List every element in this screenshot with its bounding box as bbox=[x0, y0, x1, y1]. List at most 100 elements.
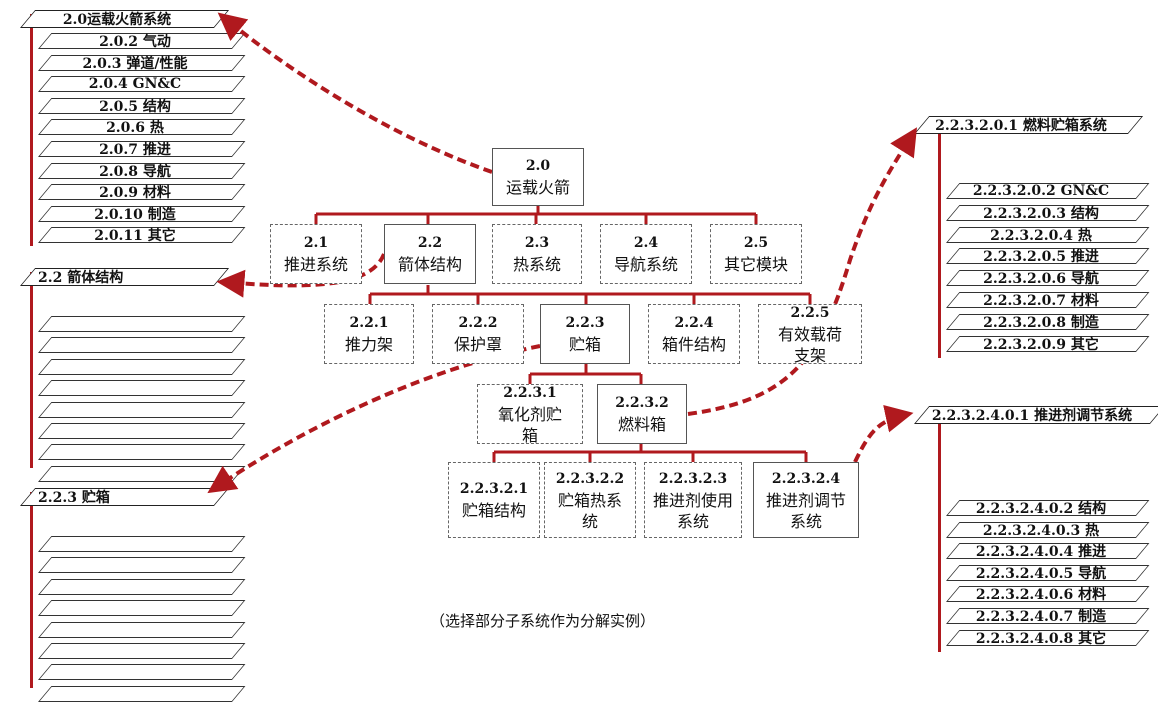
right-top-list-item: 2.2.3.2.0.9 其它 bbox=[946, 335, 1150, 353]
right-top-list-item: 2.2.3.2.0.3 结构 bbox=[946, 204, 1150, 222]
left-mid-list-row bbox=[38, 358, 246, 375]
right-bottom-list-item-label: 2.2.3.2.4.0.7 制造 bbox=[975, 609, 1107, 625]
right-top-list-item-label: 2.2.3.2.0.2 GN&C bbox=[972, 183, 1110, 199]
left-top-list-item: 2.0.3 弹道/性能 bbox=[38, 54, 246, 72]
left-bottom-list-row bbox=[38, 578, 246, 595]
left-bottom-list-row-label bbox=[38, 536, 232, 552]
left-top-list-item-label: 2.0.4 GN&C bbox=[88, 76, 182, 93]
left-mid-spine bbox=[30, 272, 33, 468]
right-bottom-list-item-label: 2.2.3.2.4.0.3 热 bbox=[982, 522, 1100, 539]
right-bottom-list-item-label: 2.2.3.2.4.0.2 结构 bbox=[975, 501, 1107, 517]
left-mid-list-row-label bbox=[38, 466, 232, 482]
right-top-list-item-label: 2.2.3.2.0.4 热 bbox=[990, 227, 1092, 244]
left-top-list-item: 2.0.7 推进 bbox=[38, 141, 246, 158]
right-top-list-item-label: 2.2.3.2.0.7 材料 bbox=[983, 293, 1099, 309]
left-mid-list-row bbox=[38, 444, 246, 461]
left-top-list-item-label: 2.0.9 材料 bbox=[99, 185, 171, 202]
figure-caption: （选择部分子系统作为分解实例） bbox=[430, 612, 656, 630]
left-bottom-spine bbox=[30, 492, 33, 688]
right-top-list-item: 2.2.3.2.0.4 热 bbox=[946, 226, 1150, 244]
right-top-list-item-label: 2.2.3.2.0.9 其它 bbox=[983, 336, 1099, 353]
right-top-list-item: 2.2.3.2.0.6 导航 bbox=[946, 270, 1150, 288]
left-top-list-item: 2.0.10 制造 bbox=[38, 205, 246, 223]
left-mid-list-row-label bbox=[38, 423, 232, 439]
left-mid-list-row bbox=[38, 316, 246, 332]
left-mid-list-row-label bbox=[38, 380, 232, 396]
right-bottom-spine bbox=[938, 412, 941, 652]
left-top-list-item: 2.0.11 其它 bbox=[38, 227, 246, 244]
left-bottom-list-row-label bbox=[38, 600, 232, 616]
right-top-list-item-label: 2.2.3.2.0.6 导航 bbox=[983, 271, 1099, 288]
left-top-list-item: 2.0.8 导航 bbox=[38, 162, 246, 180]
left-bottom-list-row bbox=[38, 664, 246, 681]
right-top-list-item-label: 2.2.3.2.0.8 制造 bbox=[983, 314, 1099, 331]
left-mid-list-row-label bbox=[38, 316, 232, 332]
left-top-list-item: 2.0.6 热 bbox=[38, 119, 246, 137]
right-top-list-item-label: 2.2.3.2.0.5 推进 bbox=[983, 249, 1099, 266]
right-top-spine bbox=[938, 122, 941, 358]
left-bottom-list-row-label bbox=[38, 664, 232, 680]
left-mid-list-row bbox=[38, 337, 246, 354]
left-bottom-list-row-label bbox=[38, 579, 232, 595]
left-bottom-list-row bbox=[38, 643, 246, 659]
left-mid-list-row bbox=[38, 423, 246, 439]
right-bottom-list-item: 2.2.3.2.4.0.7 制造 bbox=[946, 608, 1150, 625]
left-bottom-list-row-label bbox=[38, 622, 232, 638]
left-top-list-item: 2.0.9 材料 bbox=[38, 184, 246, 202]
left-top-list-item-label: 2.0.10 制造 bbox=[94, 206, 176, 223]
left-mid-list-row-label bbox=[38, 359, 232, 375]
right-bottom-list-item: 2.2.3.2.4.0.8 其它 bbox=[946, 629, 1150, 647]
right-bottom-list-header: 2.2.3.2.4.0.1 推进剂调节系统 bbox=[914, 406, 1158, 424]
left-top-list-item: 2.0.2 气动 bbox=[38, 33, 246, 50]
left-top-list-item-label: 2.0.2 气动 bbox=[99, 34, 171, 50]
left-bottom-list-row bbox=[38, 685, 246, 702]
right-bottom-list-item-label: 2.2.3.2.4.0.4 推进 bbox=[975, 544, 1107, 561]
right-bottom-list-item: 2.2.3.2.4.0.6 材料 bbox=[946, 586, 1150, 604]
left-mid-list-row bbox=[38, 380, 246, 397]
arrow-2-2-3-2-4-to-right-bottom bbox=[853, 405, 914, 463]
left-bottom-list-row-label bbox=[38, 643, 232, 659]
left-top-list-item-label: 2.0.5 结构 bbox=[99, 98, 171, 115]
right-bottom-list-item: 2.2.3.2.4.0.5 导航 bbox=[946, 564, 1150, 582]
right-top-list-item: 2.2.3.2.0.7 材料 bbox=[946, 292, 1150, 309]
right-bottom-list-item-label: 2.2.3.2.4.0.6 材料 bbox=[975, 587, 1107, 604]
left-top-list-item: 2.0.4 GN&C bbox=[38, 76, 246, 93]
left-bottom-list-row bbox=[38, 621, 246, 638]
right-bottom-list-item-label: 2.2.3.2.4.0.8 其它 bbox=[975, 630, 1107, 647]
left-top-list-item-label: 2.0.6 热 bbox=[106, 120, 164, 137]
left-bottom-list-header: 2.2.3 贮箱 bbox=[20, 488, 230, 506]
left-top-list-item-label: 2.0.8 导航 bbox=[99, 163, 171, 180]
right-top-list-item: 2.2.3.2.0.5 推进 bbox=[946, 248, 1150, 266]
arrow-root-to-left-top bbox=[217, 12, 493, 174]
right-top-list-header: 2.2.3.2.0.1 燃料贮箱系统 bbox=[914, 116, 1144, 134]
left-top-list-item: 2.0.5 结构 bbox=[38, 97, 246, 115]
left-top-list-item-label: 2.0.7 推进 bbox=[99, 142, 171, 158]
left-top-list-header: 2.0运载火箭系统 bbox=[20, 10, 230, 28]
left-mid-list-header: 2.2 箭体结构 bbox=[20, 268, 230, 286]
tree-node-root[interactable]: 2.0 运载火箭 bbox=[492, 148, 584, 206]
right-top-list-item-label: 2.2.3.2.0.3 结构 bbox=[983, 205, 1099, 222]
left-mid-list-row bbox=[38, 401, 246, 418]
left-bottom-list-row-label bbox=[38, 557, 232, 573]
left-bottom-list-row bbox=[38, 600, 246, 617]
left-mid-list-row bbox=[38, 465, 246, 482]
right-bottom-list-item: 2.2.3.2.4.0.4 推进 bbox=[946, 543, 1150, 561]
left-mid-list-row-label bbox=[38, 402, 232, 418]
